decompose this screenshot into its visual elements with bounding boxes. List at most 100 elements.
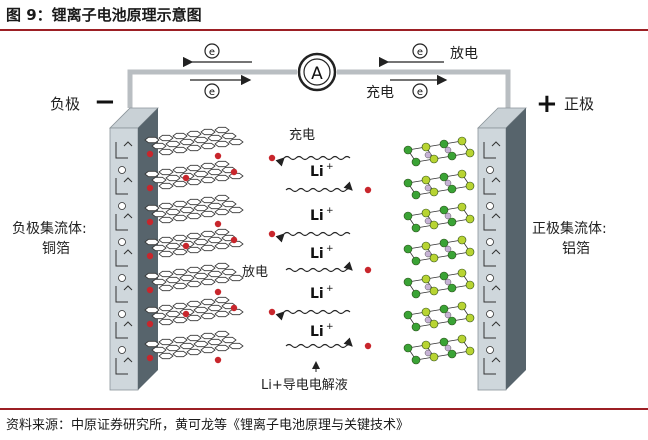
electron-icon xyxy=(118,238,126,246)
graphite-hexagon xyxy=(221,336,237,344)
graphite-hexagon xyxy=(144,340,160,348)
graphite-hexagon xyxy=(158,284,174,292)
graphite-hexagon xyxy=(221,268,237,276)
collector-arrow-mark xyxy=(491,285,501,291)
lattice-ion xyxy=(444,212,452,220)
collector-arrow-mark xyxy=(491,357,501,363)
graphite-hexagon xyxy=(158,338,174,346)
graphite-hexagon xyxy=(214,344,230,352)
lattice-atom xyxy=(439,172,449,182)
graphite-hexagon xyxy=(193,204,209,212)
graphite-hexagon xyxy=(172,282,188,290)
cathode-layer xyxy=(403,202,475,233)
lattice-atom xyxy=(411,256,421,266)
negative-collector-label: 负极集流体: xyxy=(12,220,87,237)
lithium-ion-dot xyxy=(146,354,154,362)
electron-icon xyxy=(486,310,494,318)
lattice-atom xyxy=(403,211,413,221)
lattice-atom xyxy=(429,253,439,263)
graphite-hexagon xyxy=(200,312,216,320)
ion-arrow xyxy=(285,181,372,194)
lattice-atom xyxy=(457,235,467,245)
graphite-hexagon xyxy=(144,272,160,280)
graphite-hexagon xyxy=(200,346,216,354)
ion-arrow-line xyxy=(285,337,353,349)
graphite-hexagon xyxy=(144,136,160,144)
graphite-hexagon xyxy=(172,146,188,154)
lattice-atom xyxy=(465,280,475,290)
lithium-ion-charge: + xyxy=(326,244,334,254)
graphite-anode xyxy=(144,126,244,364)
graphite-hexagon xyxy=(144,204,160,212)
electron-icon xyxy=(486,166,494,174)
lithium-ion-dot xyxy=(182,310,190,318)
graphite-hexagon xyxy=(172,214,188,222)
collector-arrow-mark xyxy=(123,249,133,255)
collector-arrow-mark xyxy=(123,141,133,147)
graphite-hexagon xyxy=(144,238,160,246)
graphite-hexagon xyxy=(221,200,237,208)
electron-flow-left: e e xyxy=(182,43,252,99)
lattice-atom xyxy=(429,319,439,329)
lithium-ion-dot xyxy=(364,266,372,274)
graphite-hexagon xyxy=(144,306,160,314)
graphite-layer xyxy=(144,262,244,296)
lattice-atom xyxy=(465,346,475,356)
lattice-atom xyxy=(465,214,475,224)
graphite-hexagon xyxy=(186,164,202,172)
graphite-hexagon xyxy=(214,194,230,202)
lithium-ion-dot xyxy=(214,356,222,364)
graphite-hexagon xyxy=(186,266,202,274)
graphite-layer xyxy=(144,228,244,260)
lattice-ion xyxy=(444,311,452,319)
graphite-hexagon xyxy=(172,302,188,310)
lithium-ion-charge: + xyxy=(326,162,334,172)
lattice-ion xyxy=(424,184,432,192)
ion-arrow xyxy=(285,261,372,274)
negative-sign: − xyxy=(94,87,116,117)
ammeter-symbol: A xyxy=(311,64,323,84)
graphite-hexagon xyxy=(158,168,174,176)
collector-arrow-mark xyxy=(123,177,133,183)
graphite-hexagon xyxy=(172,248,188,256)
lattice-atom xyxy=(439,238,449,248)
graphite-layer xyxy=(144,296,244,328)
graphite-hexagon xyxy=(165,174,181,182)
graphite-hexagon xyxy=(165,242,181,250)
electron-icon xyxy=(118,274,126,282)
ion-migration: Li+Li+Li+Li+Li+ xyxy=(268,154,372,350)
graphite-hexagon xyxy=(158,182,174,190)
lattice-ion xyxy=(424,250,432,258)
lattice-atom xyxy=(447,283,457,293)
cathode-layer xyxy=(403,235,475,266)
collector-arrow-mark xyxy=(123,321,133,327)
lattice-atom xyxy=(429,154,439,164)
graphite-hexagon xyxy=(172,234,188,242)
graphite-hexagon xyxy=(172,200,188,208)
lattice-atom xyxy=(457,169,467,179)
graphite-hexagon xyxy=(200,176,216,184)
positive-electrode-label: 正极 xyxy=(564,95,594,113)
electrolyte-label: Li+导电电解液 xyxy=(261,378,348,393)
graphite-hexagon xyxy=(193,306,209,314)
electron-icon xyxy=(486,202,494,210)
lithium-ion-dot xyxy=(268,308,276,316)
graphite-hexagon xyxy=(186,198,202,206)
graphite-layer xyxy=(144,330,244,364)
graphite-hexagon xyxy=(186,334,202,342)
lattice-atom xyxy=(411,157,421,167)
lithium-ion-label: Li xyxy=(310,286,324,302)
collector-arrow-mark xyxy=(491,177,501,183)
lattice-atom xyxy=(403,178,413,188)
lattice-atom xyxy=(439,139,449,149)
lithium-ion-dot xyxy=(214,288,222,296)
lattice-atom xyxy=(465,181,475,191)
graphite-hexagon xyxy=(186,314,202,322)
graphite-hexagon xyxy=(158,216,174,224)
collector-arrow-mark xyxy=(491,141,501,147)
graphite-hexagon xyxy=(200,264,216,272)
lattice-atom xyxy=(465,247,475,257)
collector-arrow-mark xyxy=(491,213,501,219)
graphite-hexagon xyxy=(214,296,230,304)
svg-text:e: e xyxy=(209,47,215,58)
